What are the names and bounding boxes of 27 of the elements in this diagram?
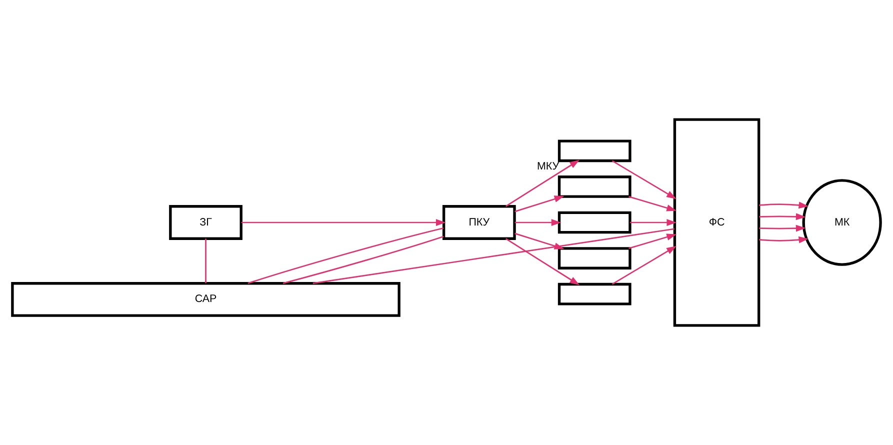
arrow [241,219,446,226]
node-circle: МК [802,179,882,266]
arrow [759,213,806,220]
connector [282,236,444,284]
node-box: ФС [673,118,760,327]
node-box [558,282,632,306]
node-box [558,140,632,162]
node-box [558,176,632,198]
node-label: МКУ [537,160,560,172]
node-box: ПКУ [442,205,516,240]
connector [312,228,675,284]
arrow [759,236,809,244]
arrow [628,196,677,212]
node-box: ЗГ [169,205,242,240]
arrow [506,238,580,286]
node-box [558,247,632,270]
connector [205,238,206,284]
arrow [506,160,580,207]
arrow [514,196,564,212]
connector [248,228,444,284]
arrow [628,234,677,250]
arrow [759,202,809,209]
node-box [558,211,632,234]
arrow [514,219,562,226]
arrow [759,224,806,232]
node-box: САР [11,282,400,317]
arrow [630,219,677,226]
